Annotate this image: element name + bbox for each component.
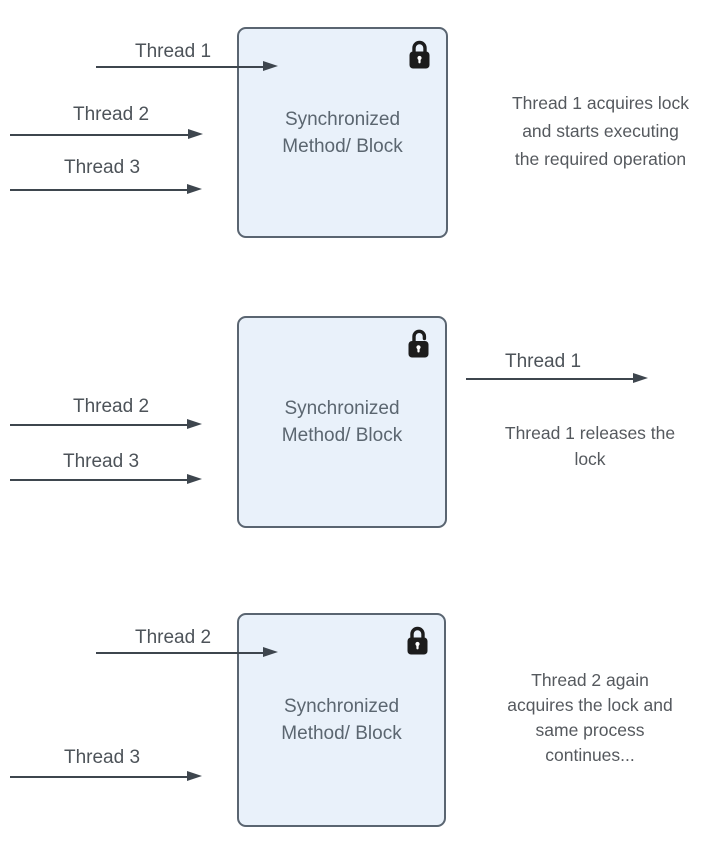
box-title-line2: Method/ Block (281, 723, 402, 744)
thread2-label: Thread 2 (134, 627, 212, 648)
caption-line: Thread 2 again (531, 670, 649, 690)
arrow-head-icon (187, 419, 202, 429)
caption-line: Thread 1 releases the (504, 423, 676, 443)
synchronized-block-title: Synchronized Method/ Block (282, 395, 402, 449)
arrow-head-icon (263, 61, 278, 71)
arrow-shaft (96, 652, 267, 654)
thread1-label: Thread 1 (134, 41, 212, 62)
thread1-exit-label: Thread 1 (504, 351, 582, 372)
arrow-shaft (10, 424, 191, 426)
thread3-label: Thread 3 (63, 747, 141, 768)
caption-line: acquires the lock and (507, 695, 673, 715)
synchronized-block-title: Synchronized Method/ Block (282, 106, 402, 160)
arrow-shaft (10, 776, 191, 778)
box-title-line2: Method/ Block (281, 425, 403, 446)
arrow-head-icon (263, 647, 278, 657)
arrow-head-icon (187, 184, 202, 194)
thread3-label: Thread 3 (62, 451, 140, 472)
box-title-line1: Synchronized (283, 696, 400, 717)
arrow-shaft (96, 66, 267, 68)
caption-line: same process (535, 720, 645, 740)
arrow-shaft (466, 378, 637, 380)
synchronized-block-2: Synchronized Method/ Block (237, 316, 447, 528)
box-title-line1: Synchronized (284, 108, 401, 130)
caption-reacquire: Thread 2 again acquires the lock and sam… (480, 668, 700, 768)
caption-line: the required operation (514, 149, 687, 169)
arrow-head-icon (187, 771, 202, 781)
synchronized-block-3: Synchronized Method/ Block (237, 613, 446, 827)
arrow-shaft (10, 479, 191, 481)
synchronized-block-title: Synchronized Method/ Block (281, 693, 401, 747)
caption-line: lock (574, 449, 606, 469)
caption-line: and starts executing (522, 121, 679, 141)
box-title-line2: Method/ Block (282, 135, 403, 157)
thread2-label: Thread 2 (72, 104, 150, 125)
caption-line: continues... (545, 745, 635, 765)
arrow-head-icon (187, 474, 202, 484)
lock-closed-icon (407, 626, 428, 655)
arrow-shaft (10, 189, 191, 191)
lock-closed-icon (409, 40, 430, 69)
caption-line: Thread 1 acquires lock (511, 93, 690, 113)
thread3-label: Thread 3 (63, 157, 141, 178)
arrow-head-icon (633, 373, 648, 383)
synchronized-block-1: Synchronized Method/ Block (237, 27, 448, 238)
lock-open-icon (408, 329, 429, 358)
caption-release: Thread 1 releases the lock (480, 420, 700, 472)
thread2-label: Thread 2 (72, 396, 150, 417)
arrow-head-icon (188, 129, 203, 139)
arrow-shaft (10, 134, 192, 136)
box-title-line1: Synchronized (284, 398, 400, 419)
caption-acquire: Thread 1 acquires lock and starts execut… (488, 89, 713, 173)
